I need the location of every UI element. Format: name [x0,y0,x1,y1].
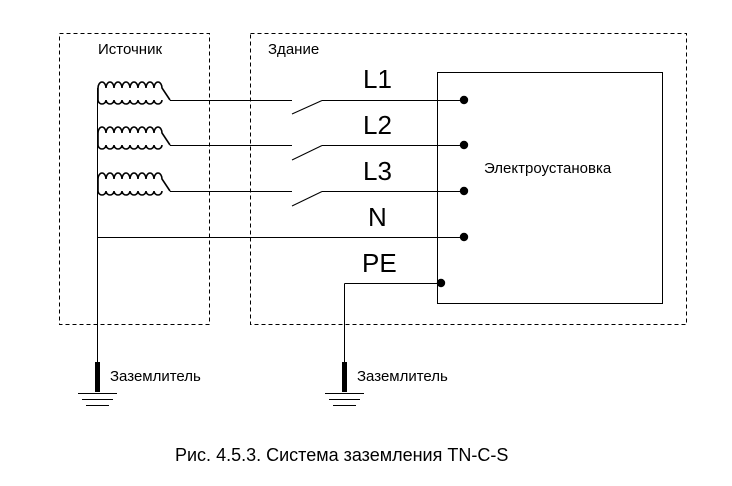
label-pe: PE [362,248,397,278]
label-l3: L3 [363,156,392,186]
phase-l3-wire [170,186,469,207]
source-earth-symbol [78,362,117,406]
installation-box [437,72,663,304]
source-label: Источник [98,41,162,58]
winding-l2 [97,126,171,150]
building-label: Здание [268,41,319,58]
source-earth-label: Заземлитель [110,368,201,385]
building-enclosure [250,33,687,325]
phase-l2-wire [170,140,469,161]
neutral-n-wire [97,232,469,242]
building-earth-symbol [325,362,364,406]
figure-caption: Рис. 4.5.3. Система заземления TN-C-S [175,445,508,465]
installation-label: Электроустановка [484,160,612,177]
label-n: N [368,202,387,232]
label-l2: L2 [363,110,392,140]
winding-l3 [97,172,171,196]
winding-l1 [97,81,171,105]
source-enclosure [59,33,210,325]
label-l1: L1 [363,64,392,94]
phase-l1-wire [170,95,469,115]
building-earth-label: Заземлитель [357,368,448,385]
